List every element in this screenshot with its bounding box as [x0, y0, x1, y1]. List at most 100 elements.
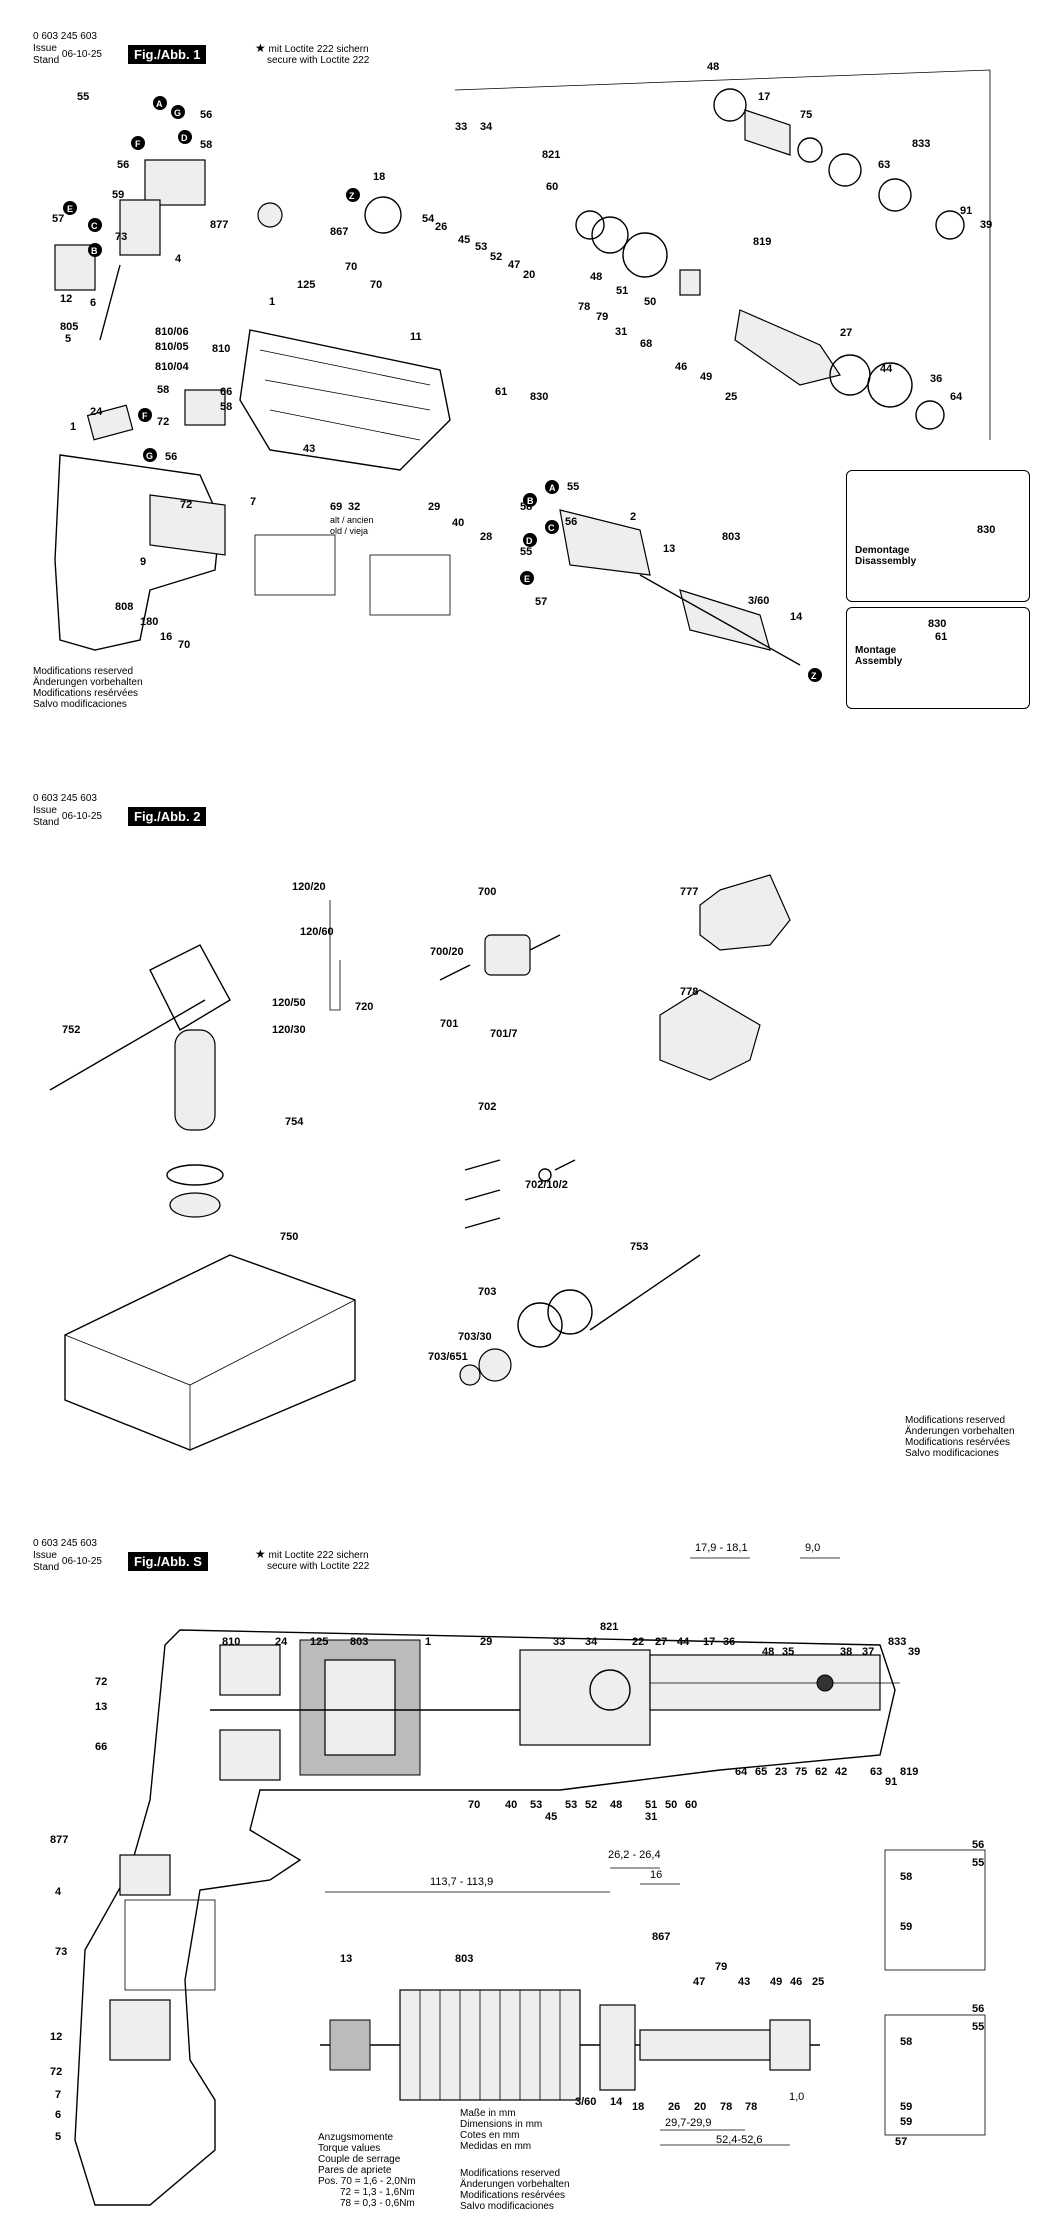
handle-housing — [54, 454, 221, 651]
part-label: 56 — [565, 516, 577, 528]
part-label: 52 — [490, 251, 502, 263]
part-label: 22 — [632, 1636, 644, 1648]
chuck-screw — [439, 964, 471, 981]
part-label: 12 — [50, 2031, 62, 2043]
part-label: 7 — [55, 2089, 61, 2101]
part-label: 810/06 — [155, 326, 189, 338]
units-line: Dimensions in mm — [460, 2119, 543, 2130]
part-label: 16 — [160, 631, 172, 643]
part-label: 877 — [50, 1834, 68, 1846]
part-label: 43 — [303, 443, 315, 455]
part-label: 702 — [478, 1101, 496, 1113]
modifications-note: Modifications reserved Änderungen vorbeh… — [33, 666, 143, 710]
angle-attachment — [659, 989, 761, 1081]
part-label: 2 — [630, 511, 636, 523]
part-label: 833 — [888, 1636, 906, 1648]
part-label: 31 — [615, 326, 627, 338]
switch-4 — [124, 1899, 216, 1991]
part-label: 125 — [297, 279, 315, 291]
nose-39 — [935, 210, 965, 240]
assembly-label: Montage Assembly — [855, 645, 903, 667]
mods-line: Modifications resérvées — [905, 1437, 1011, 1448]
callout-letter: D — [523, 533, 537, 547]
callout-letter: C — [545, 520, 559, 534]
part-label: 45 — [458, 234, 470, 246]
bushing — [679, 269, 701, 296]
callout-letter: D — [178, 130, 192, 144]
units-note: Maße in mm Dimensions in mm Cotes en mm … — [460, 2108, 542, 2152]
part-label: 4 — [175, 253, 182, 265]
gearbox — [519, 1649, 651, 1746]
sheet3-header: 0 603 245 603 Issue Stand 06-10-25 — [33, 1538, 102, 1574]
part-label: 810/05 — [155, 341, 189, 353]
part-label: 701 — [440, 1018, 458, 1030]
part-label: 27 — [840, 327, 852, 339]
gear — [364, 196, 402, 234]
dim-label: 1,0 — [789, 2091, 805, 2103]
callout-letter: B — [523, 493, 537, 507]
torque-line: 72 = 1,3 - 1,6Nm — [340, 2187, 415, 2198]
part-label: 69 — [330, 501, 342, 513]
terminal-block — [54, 244, 96, 291]
callout-letter: F — [131, 136, 145, 150]
part-label: 48 — [762, 1646, 774, 1658]
part-label: 62 — [815, 1766, 827, 1778]
part-label: 803 — [722, 531, 740, 543]
case-edges — [64, 1299, 356, 1450]
assembly-inset — [846, 607, 1030, 709]
svg-text:C: C — [91, 221, 98, 231]
part-label: 75 — [795, 1766, 807, 1778]
disc — [622, 232, 668, 278]
part-label: 18 — [373, 171, 385, 183]
part-label: 53 — [475, 241, 487, 253]
issue-date: 06-10-25 — [61, 811, 102, 822]
star-icon: ★ — [255, 1547, 266, 1561]
part-label: 830 — [928, 618, 946, 630]
part-label: 55 — [567, 481, 579, 493]
part-label: 700 — [478, 886, 496, 898]
mods-line: Änderungen vorbehalten — [33, 677, 143, 688]
drill-chuck — [484, 934, 531, 976]
disassembly-inset — [846, 470, 1030, 602]
part-label: 28 — [480, 531, 492, 543]
loctite-line-1: mit Loctite 222 sichern — [268, 44, 369, 55]
ball-63 — [816, 1674, 834, 1692]
units-line: Maße in mm — [460, 2108, 516, 2119]
part-label: 33 — [455, 121, 467, 133]
part-label: 72 — [180, 499, 192, 511]
part-label: 65 — [755, 1766, 767, 1778]
part-label: 14 — [610, 2096, 623, 2108]
part-label: 79 — [715, 1961, 727, 1973]
callout-letter: G — [171, 105, 185, 119]
part-label: 58 — [220, 401, 232, 413]
callout-letter: B — [88, 243, 102, 257]
part-label: 53 — [565, 1799, 577, 1811]
svg-text:G: G — [174, 108, 181, 118]
part-label: 56 — [972, 1839, 984, 1851]
mods-line: Modifications resérvées — [33, 688, 139, 699]
part-label: 53 — [530, 1799, 542, 1811]
ring-48 — [713, 88, 747, 122]
carry-case — [64, 1254, 356, 1451]
part-number: 0 603 245 603 — [33, 1538, 97, 1549]
part-label: 59 — [900, 2101, 912, 2113]
part-label: 12 — [60, 293, 72, 305]
part-label: 42 — [835, 1766, 847, 1778]
part-label: 1 — [70, 421, 76, 433]
motor-vents — [149, 494, 226, 556]
wobble-bearing — [589, 1669, 631, 1711]
gear-housing — [239, 329, 451, 471]
part-label: 59 — [900, 2116, 912, 2128]
issue-label: Issue Stand — [33, 805, 60, 828]
part-label: 125 — [310, 1636, 328, 1648]
terminal-12 — [109, 1999, 171, 2061]
svg-text:B: B — [527, 496, 534, 506]
part-label: 58 — [157, 384, 169, 396]
sheet2-artwork: 120/20 120/60 120/50 120/30 720 752 754 … — [49, 874, 791, 1451]
svg-text:G: G — [146, 451, 153, 461]
armature-shaft — [639, 574, 801, 666]
hammer-tube — [649, 1654, 881, 1711]
svg-text:Z: Z — [811, 671, 817, 681]
svg-text:E: E — [524, 574, 530, 584]
